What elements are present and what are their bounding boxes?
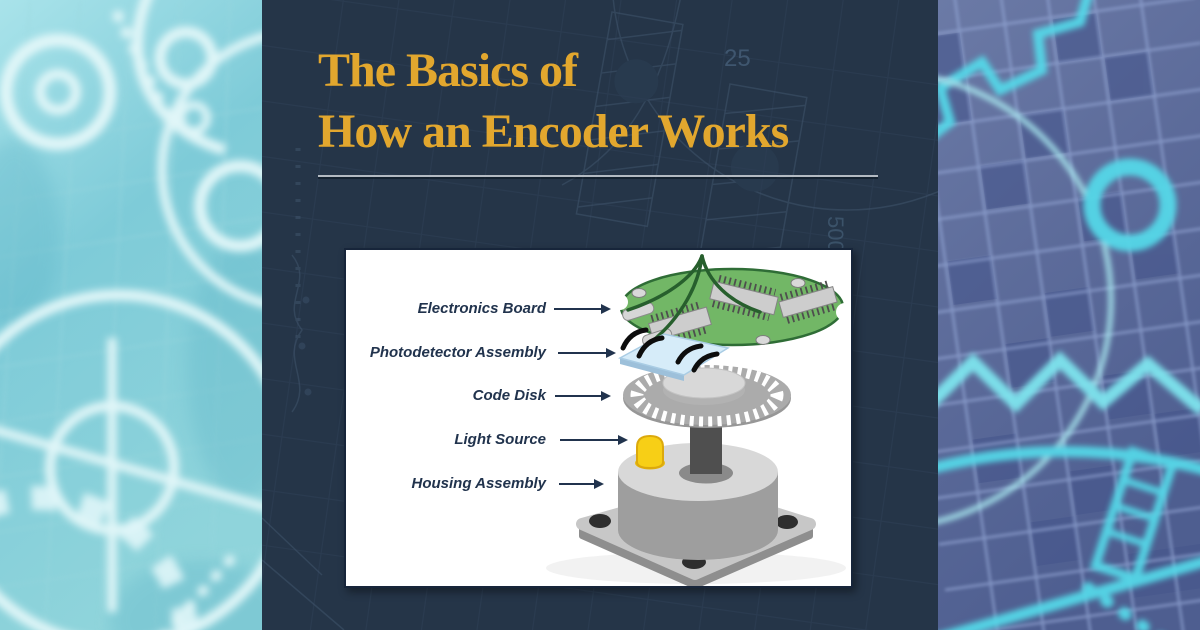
encoder-diagram-card: Electronics Board Photodetector Assembly… <box>344 248 853 588</box>
label-arrow-photodetector-assembly <box>558 348 616 358</box>
diagram-label-electronics-board: Electronics Board <box>417 300 546 317</box>
diagram-label-photodetector-assembly: Photodetector Assembly <box>369 344 546 361</box>
pcb-standoffs <box>631 278 806 345</box>
blueprint-gears-art-right <box>938 0 1200 630</box>
label-arrow-light-source <box>560 435 628 445</box>
diagram-label-housing-assembly: Housing Assembly <box>411 475 546 492</box>
page-title-line1: The Basics of <box>318 44 578 97</box>
encoder-exploded-illustration <box>546 254 851 586</box>
blueprint-watermark-500: 500 <box>823 216 848 253</box>
mounting-hole-right <box>776 515 798 529</box>
diagram-label-light-source: Light Source <box>454 431 546 448</box>
label-arrow-housing-assembly <box>559 479 604 489</box>
photodetector-signal-marks <box>620 327 720 373</box>
blueprint-panel-right <box>938 0 1200 630</box>
title-block: The Basics of How an Encoder Works <box>318 40 898 162</box>
label-arrow-code-disk <box>555 391 611 401</box>
photodetector-illustration <box>617 327 730 381</box>
page-title-line2: How an Encoder Works <box>318 105 789 158</box>
blueprint-panel-left <box>0 0 262 630</box>
light-source-illustration <box>635 434 665 470</box>
title-divider <box>318 175 878 177</box>
blueprint-gears-art-left <box>0 0 262 630</box>
mounting-hole-left <box>589 514 611 528</box>
code-disk-illustration <box>623 363 791 428</box>
blueprint-watermark-25: 25 <box>724 45 751 72</box>
label-arrow-electronics-board <box>554 304 611 314</box>
diagram-label-code-disk: Code Disk <box>472 387 546 404</box>
center-panel: 25 500 The Basics of How an Encoder Work… <box>262 0 938 630</box>
